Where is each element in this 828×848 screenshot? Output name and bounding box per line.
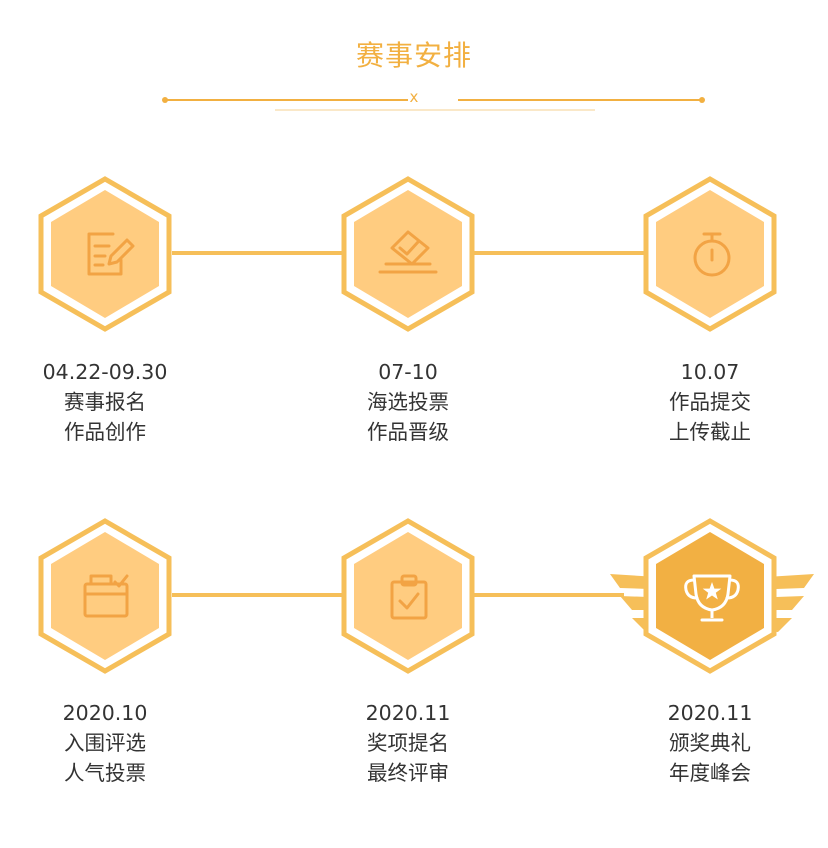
stage-5-line1: 奖项提名	[367, 731, 449, 755]
clipboard-check-icon	[390, 574, 428, 620]
stage-6-hexagon	[642, 518, 778, 674]
stage-1-hexagon	[37, 176, 173, 332]
stage-4-date: 2020.10	[62, 701, 148, 725]
stage-6-label: 2020.11 颁奖典礼 年度峰会	[600, 698, 820, 788]
stage-3-line2: 上传截止	[669, 420, 751, 444]
stage-2-line2: 作品晋级	[367, 420, 449, 444]
stage-1-line2: 作品创作	[64, 420, 146, 444]
trophy-icon	[684, 574, 740, 622]
stage-3-hexagon	[642, 176, 778, 332]
stage-6-date: 2020.11	[667, 701, 753, 725]
stage-4-hexagon	[37, 518, 173, 674]
section-title: 赛事安排	[355, 39, 472, 72]
stage-3-label: 10.07 作品提交 上传截止	[600, 357, 820, 447]
stage-1-label: 04.22-09.30 赛事报名 作品创作	[0, 357, 215, 447]
stage-4-line1: 入围评选	[64, 731, 146, 755]
timeline-connector	[474, 593, 624, 597]
document-pen-icon	[87, 232, 135, 276]
stage-6-line1: 颁奖典礼	[669, 731, 751, 755]
stage-4-line2: 人气投票	[64, 761, 146, 785]
stage-2-date: 07-10	[378, 360, 438, 384]
stage-2-line1: 海选投票	[367, 390, 449, 414]
stage-2-label: 07-10 海选投票 作品晋级	[298, 357, 518, 447]
stage-4-label: 2020.10 入围评选 人气投票	[0, 698, 215, 788]
stage-3-line1: 作品提交	[669, 390, 751, 414]
stage-1-line1: 赛事报名	[64, 390, 146, 414]
stage-3-date: 10.07	[680, 360, 740, 384]
timeline-connector	[172, 251, 348, 255]
stage-2-hexagon	[340, 176, 476, 332]
checked-folder-icon	[83, 574, 129, 618]
stage-5-hexagon	[340, 518, 476, 674]
stage-6-line2: 年度峰会	[669, 761, 751, 785]
ballot-box-icon	[378, 230, 438, 274]
stage-1-date: 04.22-09.30	[42, 360, 168, 384]
timeline-connector	[474, 251, 650, 255]
timeline-connector	[172, 593, 348, 597]
divider-mark: x	[409, 88, 419, 106]
stage-5-line2: 最终评审	[367, 761, 449, 785]
stage-5-date: 2020.11	[365, 701, 451, 725]
title-divider	[162, 97, 705, 111]
stopwatch-icon	[693, 232, 731, 277]
stage-5-label: 2020.11 奖项提名 最终评审	[298, 698, 518, 788]
